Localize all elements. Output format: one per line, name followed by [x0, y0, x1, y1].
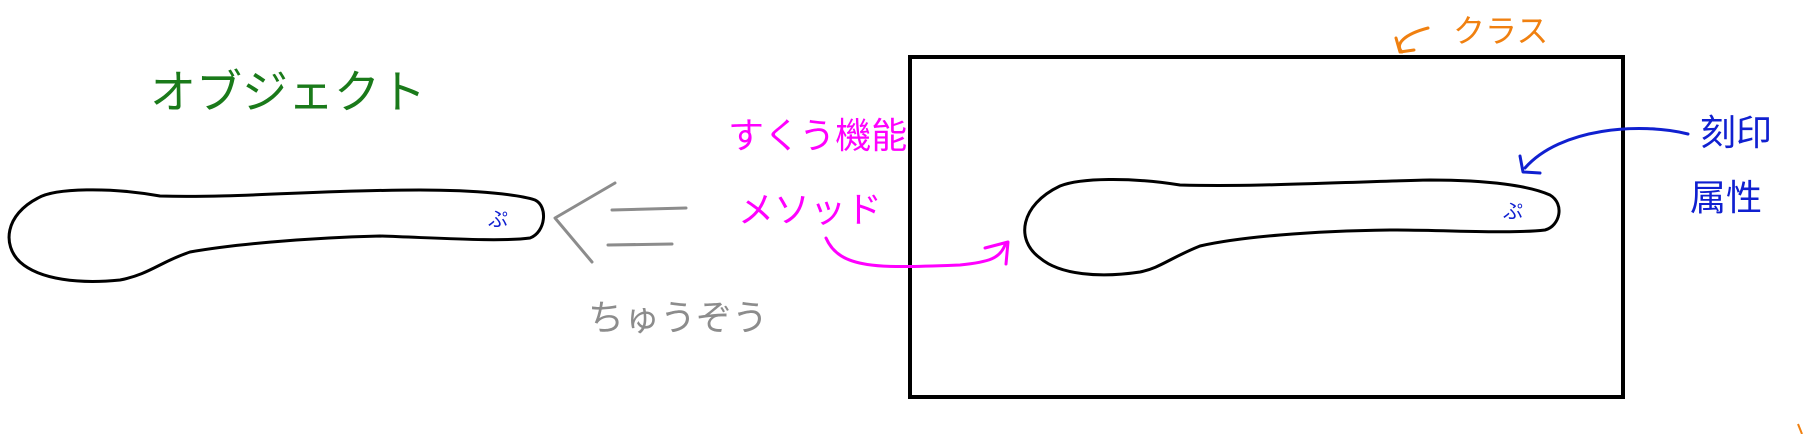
function-label: すくう機能 [728, 116, 907, 157]
manufacture-arrow-shaft-bottom [606, 242, 674, 247]
class-arrow-icon [1397, 26, 1430, 54]
object-spoon-outline [7, 188, 545, 283]
attribute-label: 属性 [1690, 178, 1762, 219]
engraving-arrow-head-icon [1518, 154, 1542, 175]
manufacture-label: ちゅうぞう [588, 298, 768, 339]
class-arrow-head-icon [1394, 36, 1416, 54]
corner-mark [1797, 423, 1803, 434]
object-engraving-mark: ぷ [488, 207, 508, 231]
class-engraving-mark: ぷ [1503, 199, 1523, 223]
method-arrow-icon [824, 236, 1007, 269]
engraving-label: 刻印 [1700, 113, 1772, 154]
engraving-arrow-icon [1523, 126, 1690, 170]
class-box [908, 55, 1625, 399]
manufacture-arrow-shaft-top [610, 206, 688, 212]
class-label: クラス [1453, 12, 1548, 50]
method-label: メソッド [738, 190, 882, 231]
class-spoon-outline [1023, 178, 1561, 277]
object-label: オブジェクト [150, 65, 426, 119]
method-arrow-head-icon [983, 240, 1010, 266]
manufacture-arrow-head [553, 181, 617, 264]
